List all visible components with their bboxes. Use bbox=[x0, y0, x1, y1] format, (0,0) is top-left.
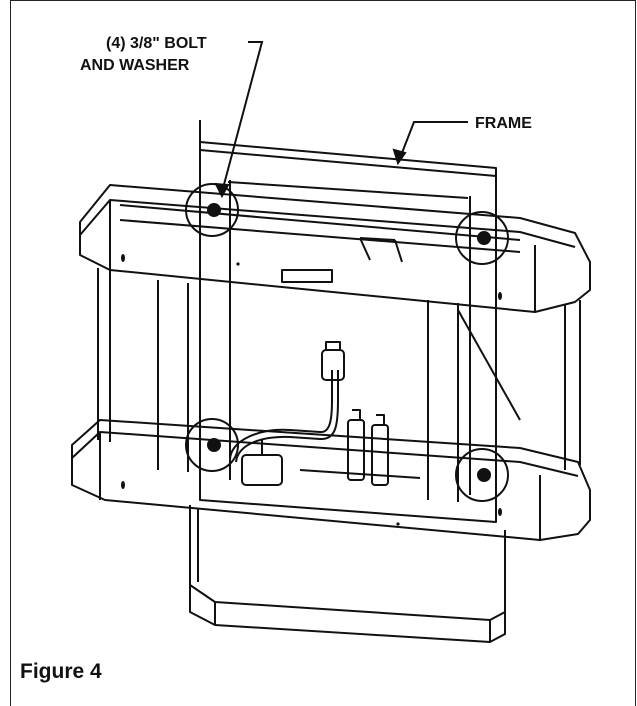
bottom-rail bbox=[71, 419, 591, 541]
side-posts bbox=[97, 268, 581, 502]
figure-caption: Figure 4 bbox=[20, 660, 102, 683]
bolt-circle-top-left bbox=[185, 183, 239, 237]
frame-callout: FRAME bbox=[475, 115, 532, 132]
bolt-circle-top-right bbox=[455, 211, 509, 265]
bolt-circle-bottom-left bbox=[185, 418, 239, 472]
bolt-washer-callout-line1: (4) 3/8" BOLT bbox=[106, 35, 207, 52]
frame-leader-line bbox=[399, 121, 468, 159]
bolt-leader-line bbox=[221, 41, 264, 193]
top-rail bbox=[79, 184, 591, 313]
lower-enclosure bbox=[189, 505, 506, 643]
bolt-washer-callout-line2: AND WASHER bbox=[80, 57, 190, 74]
frame-leader-arrow bbox=[392, 148, 407, 166]
bolt-circle-bottom-right bbox=[455, 448, 509, 502]
mounting-holes bbox=[121, 254, 502, 526]
figure-panel bbox=[10, 0, 636, 706]
bolt-leader-arrow bbox=[214, 182, 230, 199]
gas-valve-assembly bbox=[229, 341, 421, 486]
